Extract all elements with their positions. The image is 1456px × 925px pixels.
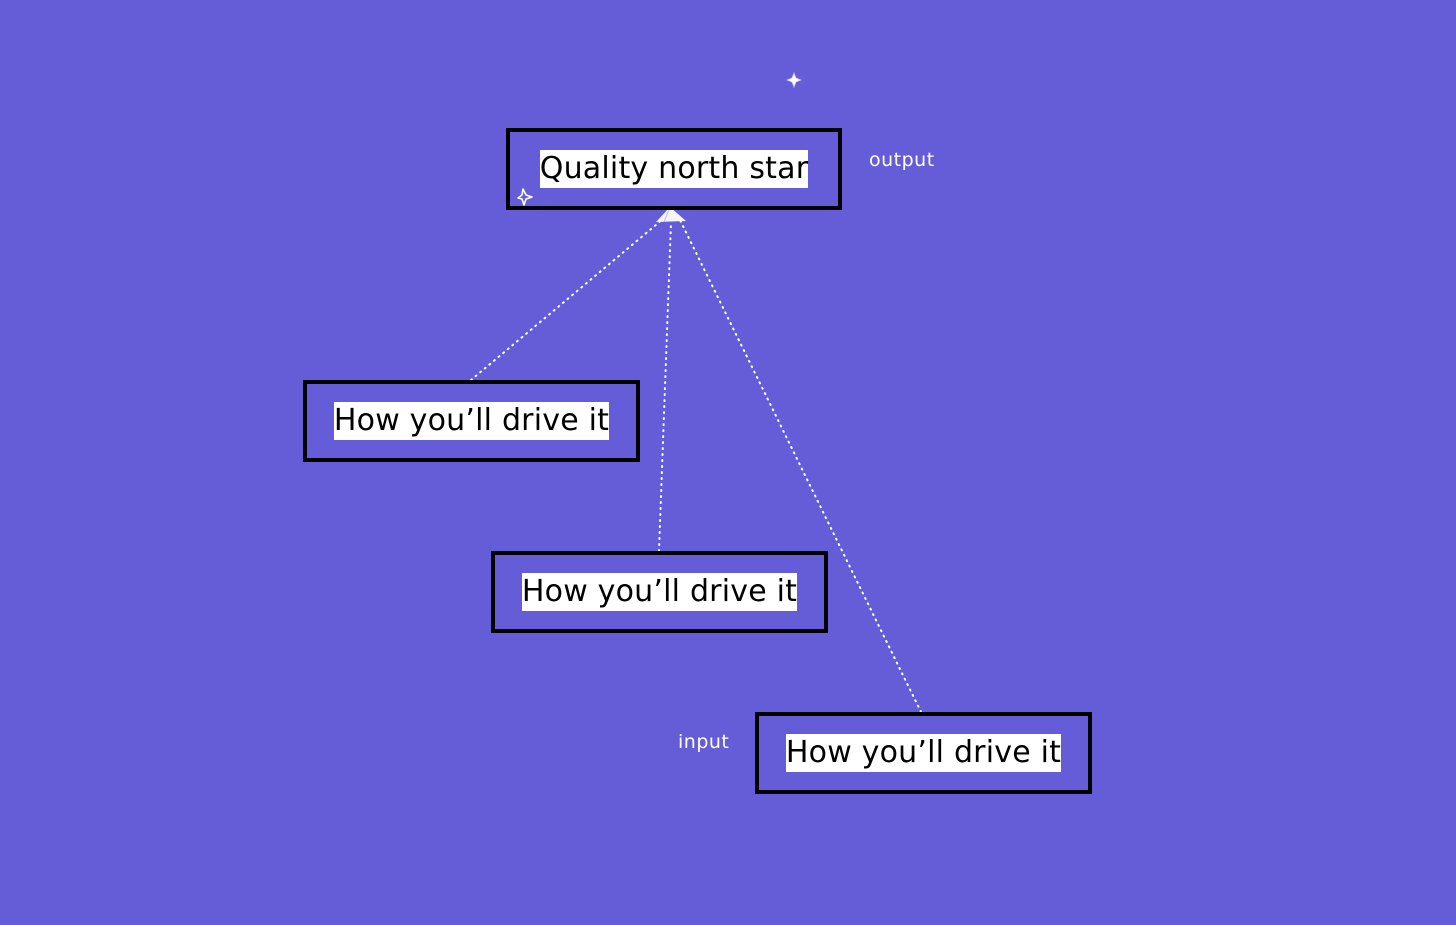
driver-label-2: How you’ll drive it [521,573,798,611]
sparkle-icon [517,188,533,206]
sparkle-icon [785,71,803,89]
input-annotation: input [678,731,730,753]
north-star-label: Quality north star [539,150,809,188]
connector-driver-3 [679,219,922,713]
output-annotation: output [869,149,935,171]
driver-label-1: How you’ll drive it [333,402,610,440]
connector-driver-1 [470,218,664,381]
driver-node-3[interactable]: How you’ll drive it [755,712,1092,794]
driver-node-2[interactable]: How you’ll drive it [491,551,828,633]
connector-driver-2 [658,221,672,552]
driver-node-1[interactable]: How you’ll drive it [303,380,640,462]
driver-label-3: How you’ll drive it [785,734,1062,772]
connectors [470,218,922,713]
north-star-node[interactable]: Quality north star [506,128,842,210]
